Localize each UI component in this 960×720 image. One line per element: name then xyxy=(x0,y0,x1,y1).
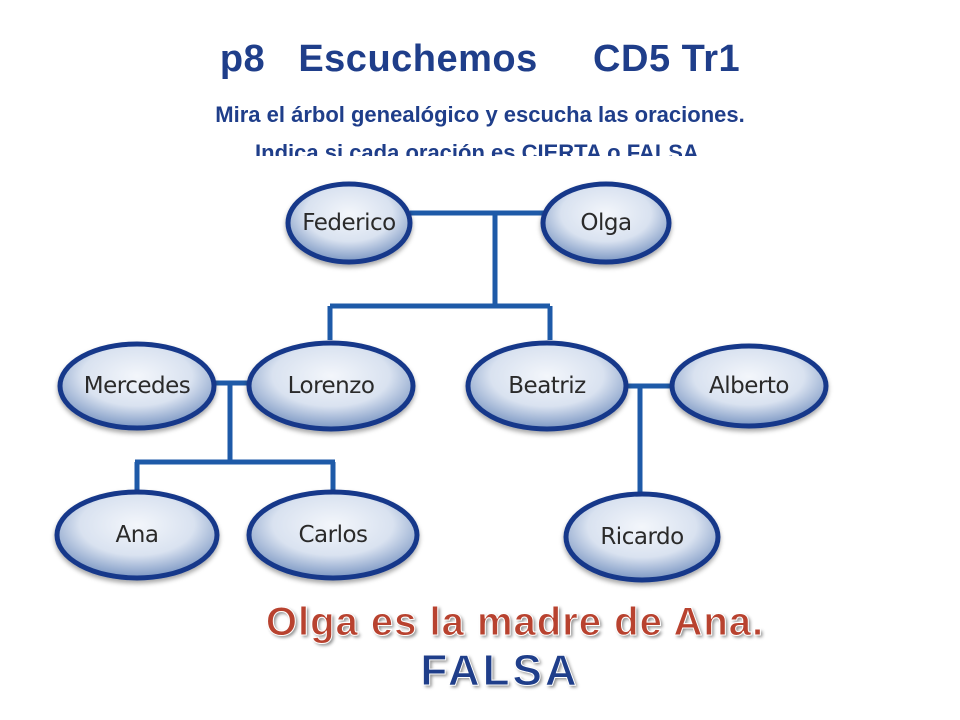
instructions: Mira el árbol genealógico y escucha las … xyxy=(0,96,960,156)
instruction-line-1: Mira el árbol genealógico y escucha las … xyxy=(215,102,745,127)
node-label-alberto: Alberto xyxy=(709,373,789,399)
node-label-lorenzo: Lorenzo xyxy=(288,373,375,399)
node-ricardo: Ricardo xyxy=(563,491,721,583)
node-beatriz: Beatriz xyxy=(465,340,629,432)
node-lorenzo: Lorenzo xyxy=(246,340,416,432)
node-label-carlos: Carlos xyxy=(298,522,367,548)
node-label-ricardo: Ricardo xyxy=(600,524,683,550)
node-carlos: Carlos xyxy=(246,489,420,581)
statement-text: Olga es la madre de Ana. xyxy=(265,600,765,645)
node-label-mercedes: Mercedes xyxy=(84,373,190,399)
node-olga: Olga xyxy=(540,181,672,265)
instruction-line-2: Indica si cada oración es CIERTA o FALSA… xyxy=(255,140,705,156)
node-ana: Ana xyxy=(54,489,220,581)
slide-title: p8 Escuchemos CD5 Tr1 xyxy=(219,38,741,80)
node-mercedes: Mercedes xyxy=(57,341,217,431)
node-label-ana: Ana xyxy=(116,522,159,548)
node-alberto: Alberto xyxy=(669,343,829,429)
node-label-beatriz: Beatriz xyxy=(508,373,586,399)
node-federico: Federico xyxy=(285,181,413,265)
node-label-olga: Olga xyxy=(580,210,631,236)
node-label-federico: Federico xyxy=(302,210,395,236)
verdict-text: FALSA xyxy=(420,646,580,696)
